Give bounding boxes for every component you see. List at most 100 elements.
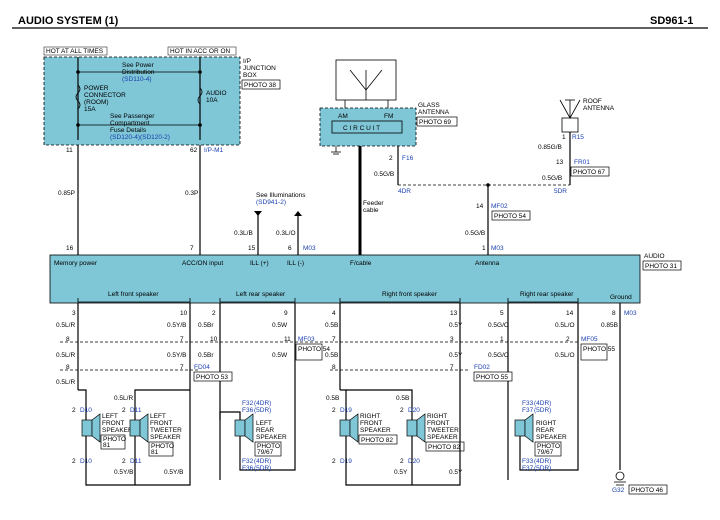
svg-text:2: 2 (122, 458, 126, 465)
svg-text:(SD941-2): (SD941-2) (256, 199, 286, 206)
svg-text:0.5W: 0.5W (272, 322, 288, 329)
svg-text:Right rear speaker: Right rear speaker (520, 291, 574, 298)
hot-acc-label: HOT IN ACC OR ON (170, 48, 230, 55)
svg-text:POWER: POWER (84, 85, 109, 92)
svg-text:14: 14 (566, 310, 574, 317)
hot-all-label: HOT AT ALL TIMES (46, 48, 104, 55)
svg-text:F33: F33 (522, 400, 534, 407)
svg-text:8: 8 (332, 364, 336, 371)
svg-text:FRONT: FRONT (150, 420, 172, 427)
svg-text:(5DR): (5DR) (254, 407, 271, 414)
svg-text:Antenna: Antenna (475, 260, 500, 267)
svg-text:0.5B: 0.5B (325, 322, 338, 329)
svg-text:0.5Y/B: 0.5Y/B (164, 469, 184, 476)
svg-text:8: 8 (612, 310, 616, 317)
svg-text:ILL (+): ILL (+) (250, 260, 269, 267)
audio-unit (49, 254, 641, 304)
svg-text:F16: F16 (402, 155, 414, 162)
svg-text:6: 6 (288, 245, 292, 252)
svg-text:PHOTO 38: PHOTO 38 (244, 82, 276, 89)
svg-text:C I R C U I T: C I R C U I T (343, 125, 380, 132)
svg-text:Memory power: Memory power (54, 260, 98, 267)
svg-text:11: 11 (66, 147, 73, 154)
svg-text:MF05: MF05 (581, 336, 598, 343)
svg-text:PHOTO 55: PHOTO 55 (476, 374, 508, 381)
left-tweeter-icon (129, 419, 141, 437)
svg-text:FR01: FR01 (574, 159, 590, 166)
svg-text:ILL (-): ILL (-) (287, 260, 304, 267)
left-front-speaker-icon (81, 419, 93, 437)
svg-text:2: 2 (332, 407, 336, 414)
svg-text:PHOTO 55: PHOTO 55 (583, 346, 615, 353)
svg-text:0.5Y: 0.5Y (394, 469, 408, 476)
svg-text:(ROOM): (ROOM) (84, 99, 109, 106)
svg-text:PHOTO 31: PHOTO 31 (645, 263, 677, 270)
svg-text:Ground: Ground (610, 294, 632, 301)
svg-text:10: 10 (180, 310, 188, 317)
svg-text:(5DR): (5DR) (254, 465, 271, 472)
svg-text:FD02: FD02 (474, 364, 490, 371)
svg-text:16: 16 (66, 245, 74, 252)
svg-text:REAR: REAR (536, 427, 554, 434)
svg-text:2: 2 (566, 336, 570, 343)
svg-text:0.5B: 0.5B (325, 352, 338, 359)
svg-text:0.85B: 0.85B (601, 322, 618, 329)
svg-text:Left rear speaker: Left rear speaker (236, 291, 286, 298)
svg-text:AUDIO: AUDIO (206, 90, 227, 97)
svg-text:0.85P: 0.85P (58, 190, 75, 197)
svg-text:PHOTO 54: PHOTO 54 (298, 346, 330, 353)
svg-text:15A: 15A (84, 106, 96, 113)
svg-text:LEFT: LEFT (150, 413, 166, 420)
svg-text:PHOTO 82: PHOTO 82 (428, 444, 460, 451)
svg-text:(5DR): (5DR) (534, 465, 551, 472)
svg-text:0.3L/O: 0.3L/O (276, 230, 296, 237)
svg-text:SPEAKER: SPEAKER (102, 427, 133, 434)
svg-text:D20: D20 (408, 407, 420, 414)
svg-text:0.85G/B: 0.85G/B (538, 144, 562, 151)
svg-text:Feeder: Feeder (363, 200, 384, 207)
svg-text:10A: 10A (206, 97, 218, 104)
svg-text:Distribution: Distribution (122, 69, 155, 76)
svg-text:I/P: I/P (243, 58, 251, 65)
svg-text:2: 2 (212, 310, 216, 317)
svg-text:0.5Y/B: 0.5Y/B (167, 322, 187, 329)
svg-text:(4DR): (4DR) (534, 458, 551, 465)
svg-text:13: 13 (450, 310, 458, 317)
svg-text:RIGHT: RIGHT (427, 413, 447, 420)
svg-text:PHOTO: PHOTO (103, 436, 126, 443)
svg-text:0.5B: 0.5B (396, 395, 409, 402)
svg-text:3: 3 (450, 336, 454, 343)
svg-text:(4DR): (4DR) (254, 458, 271, 465)
svg-text:0.5G/O: 0.5G/O (488, 322, 509, 329)
svg-text:0.5G/B: 0.5G/B (374, 171, 394, 178)
svg-text:0.5L/R: 0.5L/R (56, 379, 75, 386)
svg-text:7: 7 (450, 364, 454, 371)
svg-text:ANTENNA: ANTENNA (583, 105, 615, 112)
svg-text:R15: R15 (572, 134, 584, 141)
svg-text:AM: AM (338, 113, 348, 120)
svg-text:PHOTO 54: PHOTO 54 (494, 213, 526, 220)
svg-text:D20: D20 (408, 458, 420, 465)
svg-text:See Power: See Power (122, 62, 155, 69)
svg-text:TWEETER: TWEETER (150, 427, 182, 434)
svg-text:0.5L/O: 0.5L/O (555, 352, 575, 359)
svg-text:0.5G/B: 0.5G/B (542, 175, 562, 182)
svg-text:2: 2 (122, 407, 126, 414)
svg-text:D11: D11 (130, 458, 142, 465)
svg-text:2: 2 (400, 407, 404, 414)
svg-text:(4DR): (4DR) (254, 400, 271, 407)
right-tweeter-icon (406, 419, 418, 437)
svg-text:See Passenger: See Passenger (110, 113, 155, 120)
svg-text:SPEAKER: SPEAKER (256, 434, 287, 441)
svg-text:0.5Y: 0.5Y (449, 322, 463, 329)
right-rear-speaker-icon (514, 419, 526, 437)
diagram-title: AUDIO SYSTEM (1) (18, 15, 119, 27)
svg-text:0.5Y/B: 0.5Y/B (114, 469, 134, 476)
svg-text:0.5W: 0.5W (272, 352, 288, 359)
svg-text:2: 2 (72, 407, 76, 414)
svg-text:See Illuminations: See Illuminations (256, 192, 306, 199)
diagram-code: SD961-1 (650, 15, 693, 27)
svg-text:0.5Y: 0.5Y (449, 352, 463, 359)
svg-text:4DR: 4DR (398, 188, 411, 195)
svg-text:F36: F36 (242, 465, 254, 472)
